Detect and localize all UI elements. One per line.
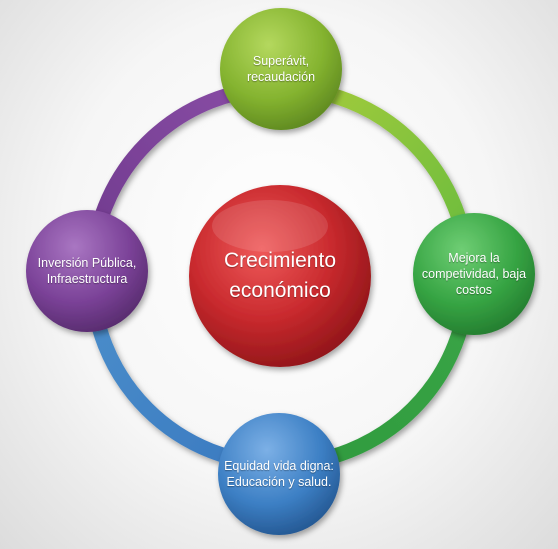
node-top-circle: [220, 8, 342, 130]
node-right: Mejora la competividad, baja costos: [413, 213, 535, 335]
node-bottom: Equidad vida digna: Educación y salud.: [218, 413, 340, 535]
node-top: Superávit, recaudación: [220, 8, 342, 130]
node-right-label: Mejora la competividad, baja costos: [421, 251, 527, 297]
node-bottom-circle: [218, 413, 340, 535]
center-circle-highlight: [212, 200, 328, 252]
node-top-label: Superávit, recaudación: [246, 54, 316, 84]
node-left: Inversión Pública, Infraestructura: [26, 210, 148, 332]
center-node: Crecimiento económico: [190, 186, 370, 366]
node-left-circle: [26, 210, 148, 332]
center-label: Crecimiento económico: [223, 249, 337, 302]
center-circle: [189, 185, 371, 367]
node-bottom-label: Equidad vida digna: Educación y salud.: [224, 459, 334, 489]
node-right-circle: [413, 213, 535, 335]
node-left-label: Inversión Pública, Infraestructura: [37, 256, 137, 286]
